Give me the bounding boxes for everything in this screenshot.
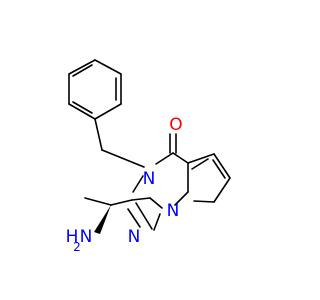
bond [187, 153, 215, 164]
bond [68, 103, 96, 120]
bond [153, 213, 161, 231]
double-bond-inner [191, 158, 209, 170]
bond [68, 59, 96, 75]
bond [155, 152, 174, 165]
triazinone-ring [131, 152, 189, 209]
bond [213, 177, 231, 203]
bond [135, 202, 153, 230]
amine-h-label: H [66, 227, 79, 247]
bond [94, 59, 122, 75]
bond [127, 208, 141, 228]
amine-subscript: 2 [73, 240, 81, 254]
bond [213, 153, 231, 179]
double-bond-inner [212, 159, 226, 179]
bond [174, 191, 189, 206]
bond-ch2-n [101, 149, 145, 168]
molecule-structure: O N N N H N 2 [66, 59, 231, 254]
benzene-ring [68, 59, 122, 120]
bond-to-chiral [110, 199, 133, 206]
amine-label: H N 2 [66, 227, 93, 254]
double-bond-inner [72, 64, 93, 77]
nitrogen-label-n3: N [143, 169, 156, 189]
double-bond-inner [72, 101, 93, 114]
nitrogen-label-bridgehead: N [167, 201, 180, 221]
bond [193, 200, 215, 203]
pyrrole-ring [187, 153, 231, 203]
molecule-canvas: O N N N H N 2 [65, 59, 231, 254]
bond-methyl [84, 197, 112, 206]
bond [132, 175, 144, 193]
amine-n-label: N [80, 227, 93, 247]
bond-benzyl [94, 118, 103, 151]
bond [94, 103, 122, 120]
bond [149, 197, 163, 209]
oxygen-label: O [169, 115, 182, 135]
bond [131, 197, 151, 201]
bond [172, 152, 189, 164]
nitrogen-label-n1: N [128, 227, 141, 247]
stereo-wedge [94, 205, 111, 234]
